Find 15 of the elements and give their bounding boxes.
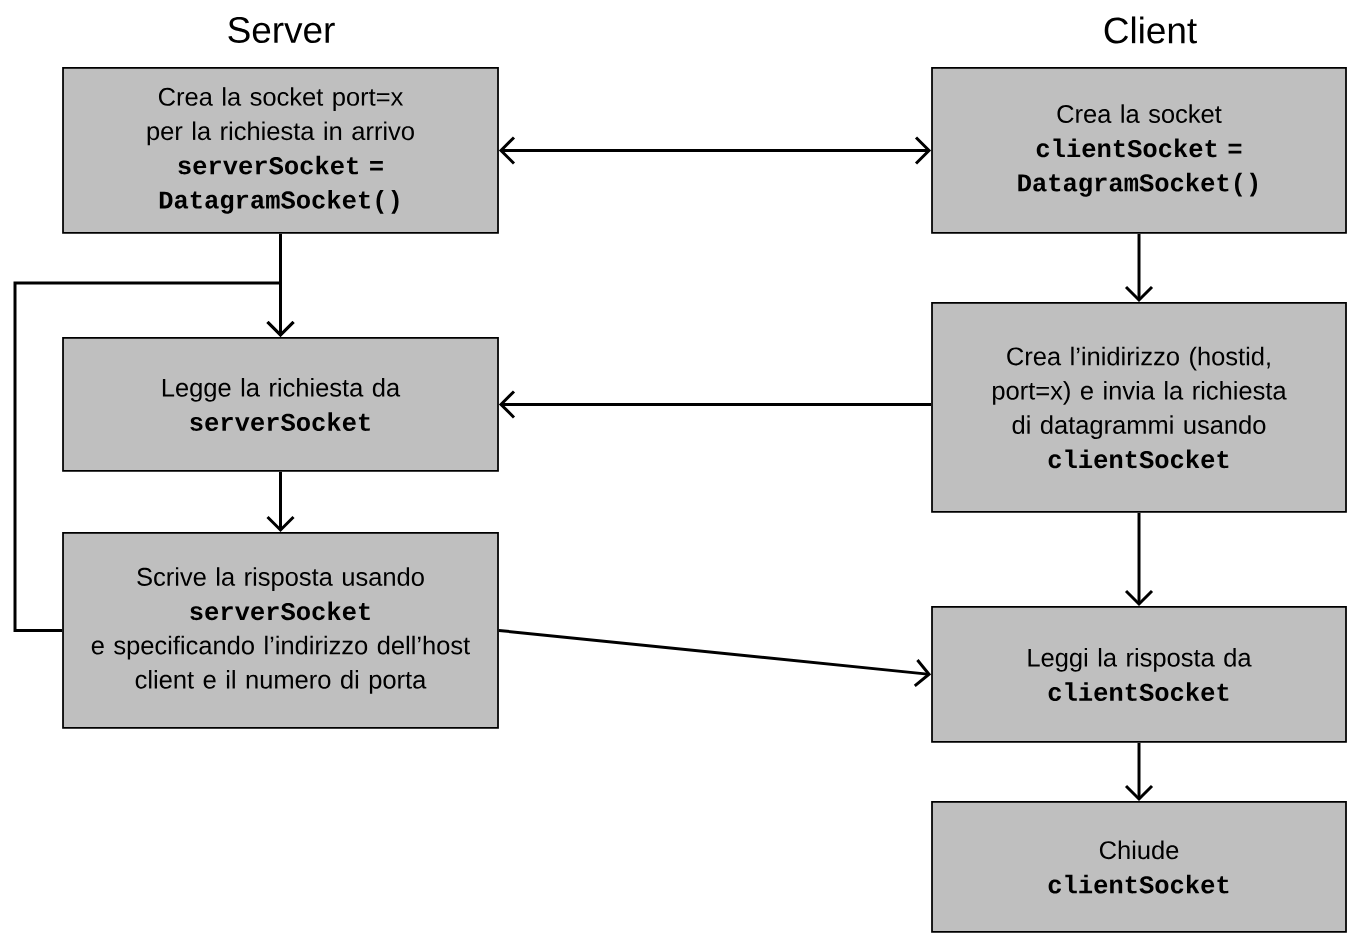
process-box: Chiude clientSocket <box>931 801 1347 933</box>
arrow <box>498 390 932 419</box>
process-box: Crea l’inidirizzo (hostid, port=x) e invia la richiesta di datagrammi usando clientSocket <box>931 302 1347 513</box>
arrow <box>1124 512 1154 607</box>
arrow <box>498 629 932 688</box>
arrow <box>498 136 932 165</box>
arrow <box>13 281 295 632</box>
arrow <box>266 471 295 533</box>
process-box: Leggi la risposta da clientSocket <box>931 606 1347 743</box>
arrow <box>1124 233 1154 303</box>
process-box: Crea la socket clientSocket = DatagramSocket() <box>931 67 1347 234</box>
arrow <box>1124 742 1154 802</box>
process-box: Scrive la risposta usando serverSocket e specificando l’indirizzo dell’host client e il numero di porta <box>62 532 499 729</box>
process-box: Legge la richiesta da serverSocket <box>62 337 499 472</box>
process-box: Crea la socket port=x per la richiesta in arrivo serverSocket = DatagramSocket() <box>62 67 499 234</box>
